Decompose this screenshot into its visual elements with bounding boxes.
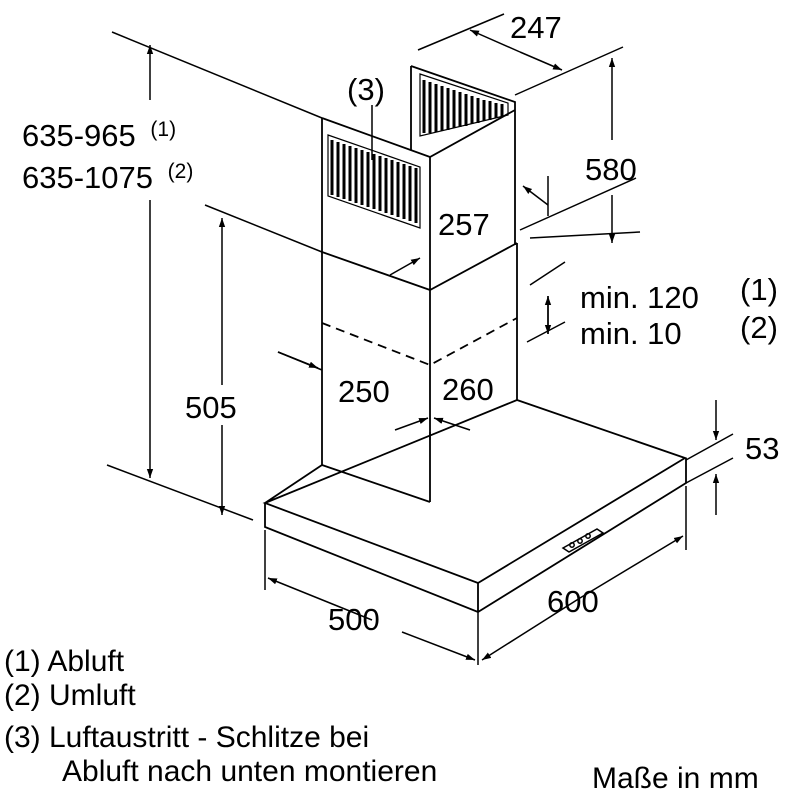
dim-upper-chimney-height: 580 — [585, 152, 637, 187]
unit-note: Maße in mm — [592, 762, 759, 795]
legend-item-umluft: (2) Umluft — [4, 679, 136, 712]
upper-chimney-back — [410, 65, 516, 245]
hood-outline — [262, 65, 688, 614]
dim-chimney-top-depth: 247 — [510, 10, 562, 45]
dim-lower-chimney-width: 250 — [338, 374, 390, 409]
control-panel — [561, 528, 605, 553]
overlap-min-abluft-ref: (1) — [740, 272, 778, 307]
overlap-min-abluft: min. 120 — [580, 280, 699, 315]
air-outlet-slots — [330, 80, 504, 223]
canopy-faces — [264, 458, 687, 614]
lower-chimney — [321, 243, 518, 502]
callout-3-label: (3) — [347, 72, 385, 107]
dim-total-height-abluft: 635-965 (1) — [22, 118, 176, 153]
dim-lower-height: 505 — [185, 390, 237, 425]
legend-item-luftaustritt-cont: Abluft nach unten montieren — [62, 755, 438, 788]
dim-upper-chimney-width: 257 — [438, 207, 490, 242]
dimension-arrows — [146, 29, 720, 661]
overlap-hidden-line — [321, 317, 518, 366]
dim-canopy-width: 600 — [547, 584, 599, 619]
dim-total-height-umluft: 635-1075 (2) — [22, 160, 193, 195]
dimension-lines — [106, 13, 734, 665]
overlap-min-umluft-ref: (2) — [740, 310, 778, 345]
canopy-top — [262, 399, 688, 584]
overlap-min-umluft: min. 10 — [580, 316, 682, 351]
dim-canopy-depth: 500 — [328, 602, 380, 637]
dim-canopy-thickness: 53 — [745, 431, 779, 466]
legend-item-luftaustritt: (3) Luftaustritt - Schlitze bei — [4, 721, 370, 754]
legend-item-abluft: (1) Abluft — [4, 645, 125, 678]
telescope-seam — [321, 242, 518, 291]
dim-lower-chimney-depth: 260 — [442, 372, 494, 407]
air-outlet-frame — [327, 73, 509, 229]
